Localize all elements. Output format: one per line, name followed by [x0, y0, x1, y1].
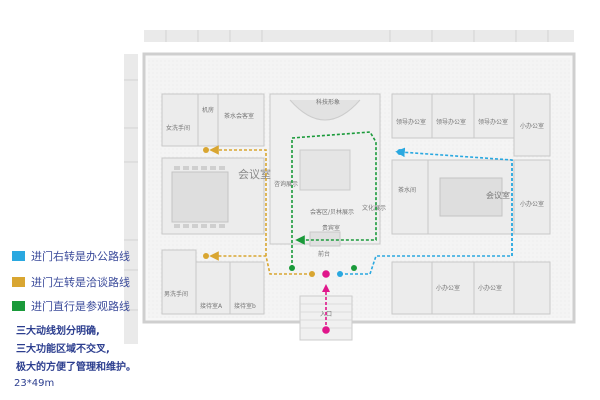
room-label-reception-desk: 会客区/贝林展示: [310, 208, 354, 216]
legend-swatch-blue: [12, 251, 25, 261]
legend-negotiation-route: 进门左转是洽谈路线: [12, 274, 130, 290]
meeting-table: [171, 171, 229, 223]
womens-restroom: [161, 93, 199, 147]
room-label-conference-room-right: 会议室: [486, 190, 510, 200]
office-route: [340, 147, 513, 275]
room-label-machine-room: 机房: [202, 106, 214, 114]
negotiation-route-dots: [203, 147, 315, 277]
room-label-small-office-bottom-1: 小办公室: [436, 284, 460, 292]
room-label-small-office-right: 小办公室: [520, 122, 544, 130]
machine-room: [197, 93, 219, 147]
room-label-general-manager: 贵宾室: [322, 224, 340, 232]
small-office-bottom-2: [473, 261, 515, 315]
legend-office-route: 进门右转是办公路线: [12, 248, 130, 264]
room-label-tea-room-2: 茶水间: [398, 186, 416, 194]
reception-room-a: [195, 261, 231, 315]
dimension-ticks: [124, 30, 549, 311]
room-label-meeting-room: 会议室: [238, 167, 271, 181]
mens-restroom: [161, 249, 197, 315]
room-label-front-desk: 前台: [318, 250, 330, 258]
room-label-mens-restroom: 男洗手间: [164, 290, 188, 298]
tea-room: [217, 93, 265, 147]
tea-room-2: [391, 159, 429, 235]
front-desk: [309, 231, 341, 247]
room-label-reception-room-b: 接待室b: [234, 302, 256, 310]
left-dimension-band: [124, 54, 138, 344]
visit-route-dots: [289, 265, 357, 271]
room-label-womens-restroom: 女洗手间: [166, 124, 190, 132]
room-label-leader-office-3: 领导办公室: [478, 118, 508, 126]
note-line-2: 三大功能区域不交叉,: [16, 344, 110, 355]
room-label-leader-office-1: 领导办公室: [396, 118, 426, 126]
entrance-route: [322, 270, 330, 334]
legend-label-negotiation-route: 进门左转是洽谈路线: [31, 276, 130, 289]
meeting-chairs: [174, 166, 225, 228]
note-line-3: 极大的方便了管理和维护。: [16, 362, 136, 373]
conference-table: [439, 177, 503, 217]
leader-office-1: [391, 93, 433, 139]
room-label-reception-right: 文化展示: [362, 204, 386, 212]
small-office-right: [513, 93, 551, 157]
note-line-1: 三大动线划分明确,: [16, 326, 100, 337]
legend-visit-route: 进门直行是参观路线: [12, 298, 130, 314]
legend-swatch-gold: [12, 277, 25, 287]
room-label-small-office-bottom-2: 小办公室: [478, 284, 502, 292]
room-label-reception-room-a: 接待室A: [200, 302, 223, 310]
negotiation-route: [209, 145, 312, 275]
workstation-block-2: [513, 261, 551, 315]
workstation-block: [391, 261, 433, 315]
room-label-reception-left: 咨询展示: [274, 180, 298, 188]
room-label-leader-office-2: 领导办公室: [436, 118, 466, 126]
top-dimension-band: [144, 30, 574, 42]
reception-room-b: [229, 261, 265, 315]
office-route-dots: [337, 149, 403, 277]
room-label-tea-room: 茶水会客室: [224, 112, 254, 120]
small-office-right-2: [513, 159, 551, 235]
room-labels: 女洗手间 机房 茶水会客室 科技形象 会客区/贝林展示 会议室 贵宾室 茶水间 …: [164, 98, 544, 318]
legend-swatch-green: [12, 301, 25, 311]
display-area: [299, 149, 351, 191]
visit-route: [291, 131, 377, 268]
reception-curve: [289, 99, 361, 121]
leader-office-3: [473, 93, 515, 139]
small-office-bottom-1: [431, 261, 475, 315]
legend-label-office-route: 进门右转是办公路线: [31, 250, 130, 263]
room-label-reception-area: 科技形象: [316, 98, 340, 106]
leader-office-2: [431, 93, 475, 139]
plan-size: 23*49m: [14, 378, 55, 389]
room-label-small-office-right-2: 小办公室: [520, 200, 544, 208]
legend-label-visit-route: 进门直行是参观路线: [31, 300, 130, 313]
